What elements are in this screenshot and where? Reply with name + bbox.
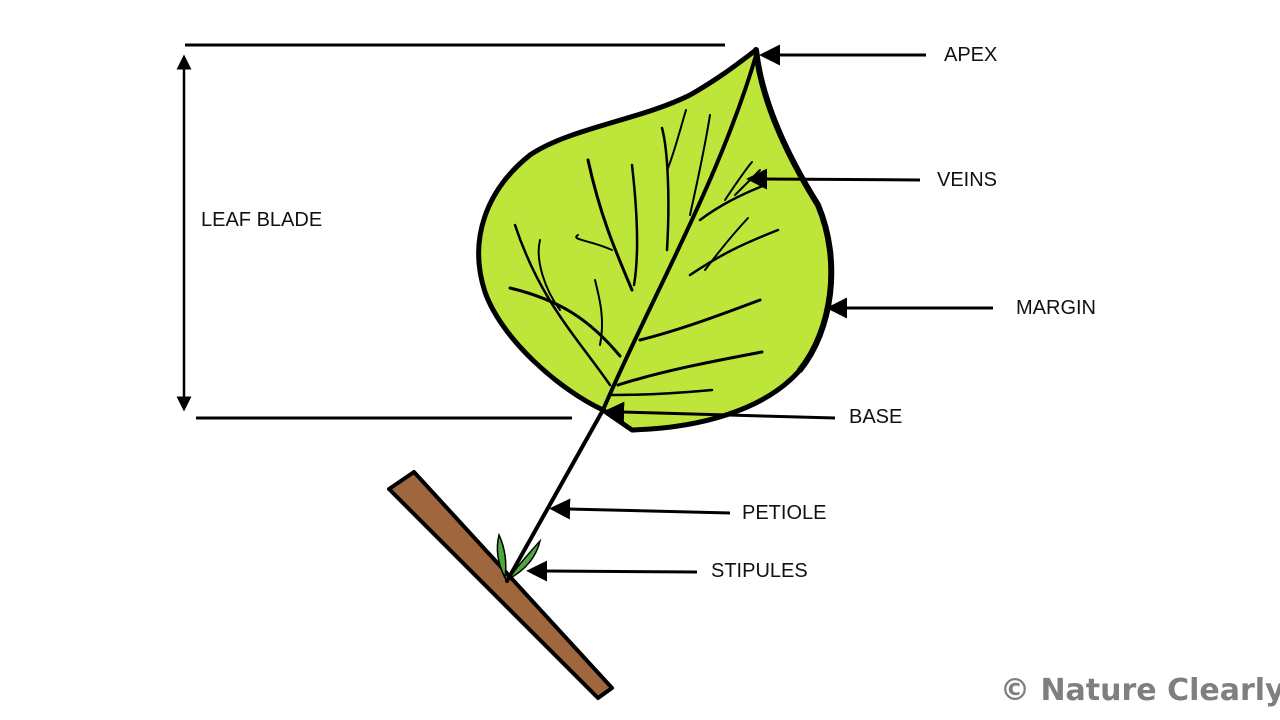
base-label: BASE [849, 406, 903, 428]
leaf-veins [508, 50, 780, 412]
veins-arrow [746, 168, 921, 190]
stipules-label: STIPULES [711, 560, 808, 582]
margin-label: MARGIN [1016, 297, 1096, 319]
base-arrow [603, 401, 836, 423]
stem [387, 470, 614, 700]
label-arrows [526, 44, 993, 582]
petiole-label: PETIOLE [742, 502, 827, 524]
apex-label: APEX [944, 44, 998, 66]
leaf-blade-dimension [176, 43, 725, 420]
leaf-blade-label: LEAF BLADE [201, 209, 323, 231]
veins-label: VEINS [937, 169, 998, 191]
stipules-arrow [526, 560, 698, 582]
copyright-watermark: © Nature Clearly [1000, 673, 1280, 708]
petiole-arrow [549, 498, 731, 520]
petiole-shape [505, 408, 605, 583]
